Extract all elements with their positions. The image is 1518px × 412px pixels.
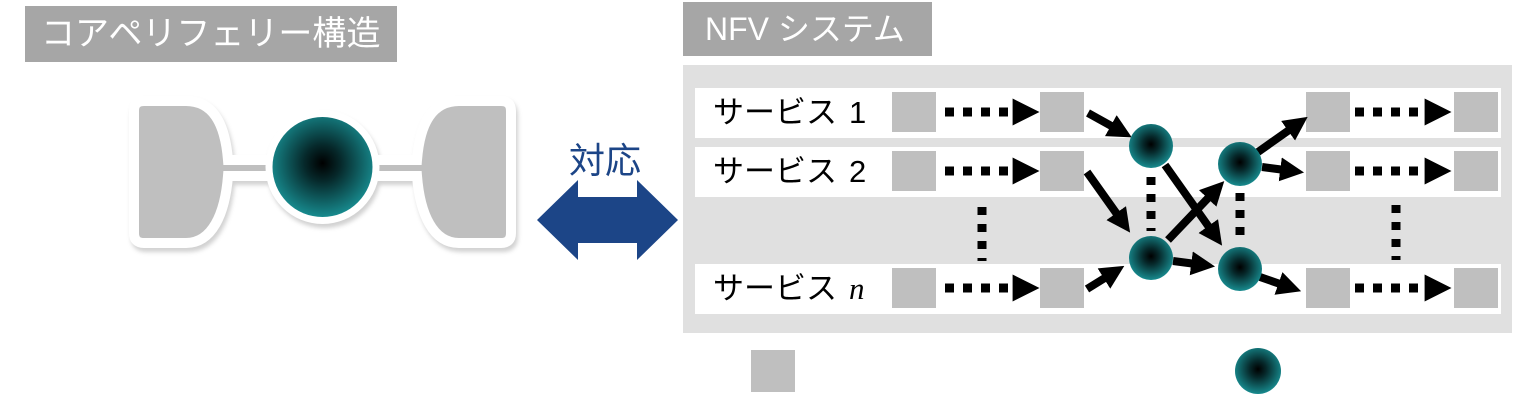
legend-core-node-icon xyxy=(1235,348,1281,394)
vnf-square xyxy=(1306,151,1350,191)
core-mapping-arrows xyxy=(1083,109,1308,295)
core-node-icon xyxy=(1129,124,1173,168)
vnf-square xyxy=(1306,92,1350,132)
vnf-square xyxy=(1306,268,1350,308)
vnf-square xyxy=(1040,92,1084,132)
vnf-square xyxy=(1454,151,1498,191)
core-node-icon xyxy=(1218,142,1262,186)
legend-vnf-square-icon xyxy=(751,350,795,392)
double-arrow-shape xyxy=(537,180,678,260)
vnf-square xyxy=(1454,268,1498,308)
mapping-label: 対応 xyxy=(568,140,641,181)
periphery-shapes xyxy=(129,96,516,248)
vnf-square xyxy=(1040,151,1084,191)
core-node-icon xyxy=(272,117,373,217)
double-arrow-icon xyxy=(537,180,678,260)
vnf-square xyxy=(1040,268,1084,308)
vnf-square xyxy=(892,92,936,132)
core-nodes xyxy=(1129,124,1262,291)
vnf-square xyxy=(892,268,936,308)
row-ellipsis-dots xyxy=(977,177,1401,261)
vnf-square xyxy=(1454,92,1498,132)
core-node-icon xyxy=(1218,247,1262,291)
core-periphery-diagram xyxy=(129,96,516,248)
periphery-block-left-icon xyxy=(129,96,291,248)
core-periphery-title: コアペリフェリー構造 xyxy=(25,6,397,62)
periphery-block-right-icon xyxy=(354,96,516,248)
dashed-chain-arrows xyxy=(945,98,1452,302)
vnf-square xyxy=(892,151,936,191)
service-chain-graph xyxy=(945,98,1452,302)
nfv-title: NFV システム xyxy=(683,2,932,56)
core-node-icon xyxy=(1129,236,1173,280)
